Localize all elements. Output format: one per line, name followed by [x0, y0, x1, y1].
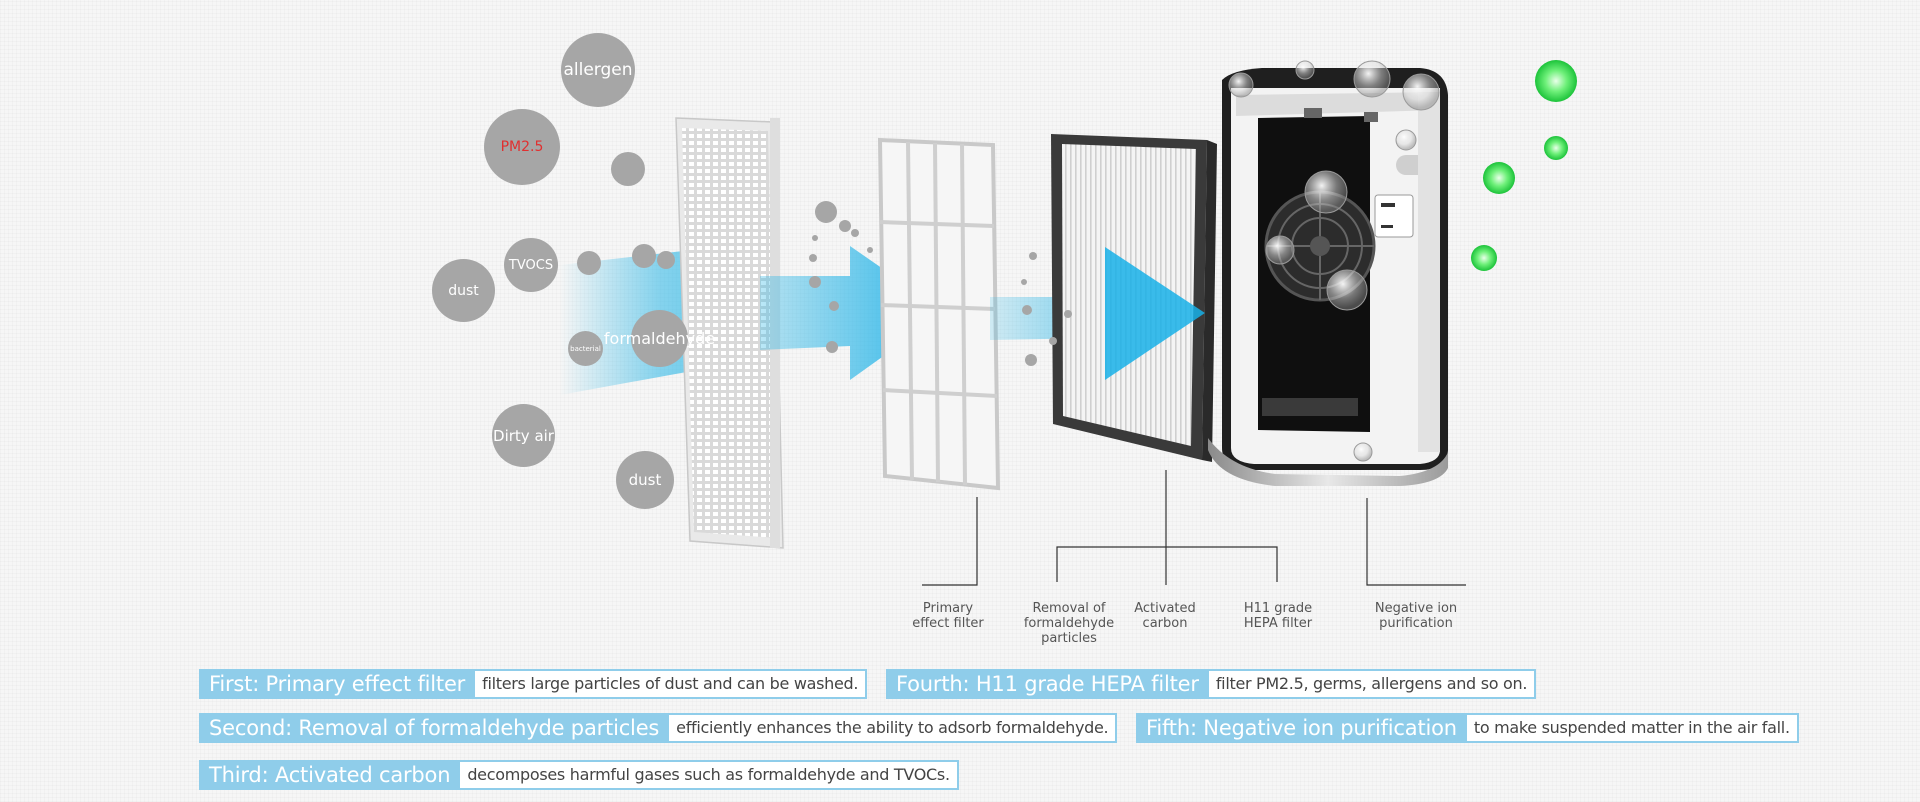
legend-primary-filter: Primary effect filter: [912, 601, 984, 631]
bubble-blank-2: [577, 251, 601, 275]
desc-fourth-text: filter PM2.5, germs, allergens and so on…: [1208, 669, 1537, 699]
bubble-pm25: PM2.5: [484, 109, 560, 185]
purifier-body: [1208, 68, 1448, 486]
desc-first: First: Primary effect filter filters lar…: [199, 669, 868, 699]
flow-arrow-1: [760, 246, 945, 380]
desc-second-title: Second: Removal of formaldehyde particle…: [199, 713, 670, 743]
legend-hepa-filter: H11 grade HEPA filter: [1243, 601, 1313, 631]
desc-third-text: decomposes harmful gases such as formald…: [460, 760, 959, 790]
desc-fifth-title: Fifth: Negative ion purification: [1136, 713, 1467, 743]
dust-particles: [809, 201, 1072, 366]
bubble-dust-left: dust: [432, 259, 495, 322]
legend-negative-ion: Negative ion purification: [1374, 601, 1458, 631]
bubble-tvocs: TVOCS: [504, 238, 558, 292]
desc-second: Second: Removal of formaldehyde particle…: [199, 713, 1118, 743]
desc-fifth-text: to make suspended matter in the air fall…: [1466, 713, 1799, 743]
desc-fourth-title: Fourth: H11 grade HEPA filter: [886, 669, 1209, 699]
legend-activated-carbon: Activated carbon: [1134, 601, 1196, 631]
green-ion-particles: [1471, 60, 1577, 271]
desc-first-title: First: Primary effect filter: [199, 669, 476, 699]
formaldehyde-filter-frame: [877, 137, 1001, 491]
bubble-dirty-air: Dirty air: [492, 404, 555, 467]
ion-glass-bubbles: [1228, 60, 1440, 462]
bubble-blank-3: [632, 244, 656, 268]
desc-first-text: filters large particles of dust and can …: [475, 669, 868, 699]
bubble-allergen: allergen: [561, 33, 635, 107]
desc-second-text: efficiently enhances the ability to adso…: [669, 713, 1118, 743]
flow-arrow-2-head: [1105, 247, 1205, 380]
bubble-blank-1: [611, 152, 645, 186]
leader-lines: [922, 470, 1466, 586]
desc-third-title: Third: Activated carbon: [199, 760, 461, 790]
desc-third: Third: Activated carbon decomposes harmf…: [199, 760, 959, 790]
legend-formaldehyde-removal: Removal of formaldehyde particles: [1023, 601, 1115, 646]
bubble-formaldehyde: formaldehyde: [604, 310, 715, 367]
bubble-blank-4: [657, 251, 675, 269]
bubble-bacterial: bacterial: [568, 331, 603, 366]
bubble-dust-right: dust: [616, 451, 674, 509]
desc-fourth: Fourth: H11 grade HEPA filter filter PM2…: [886, 669, 1537, 699]
desc-fifth: Fifth: Negative ion purification to make…: [1136, 713, 1799, 743]
